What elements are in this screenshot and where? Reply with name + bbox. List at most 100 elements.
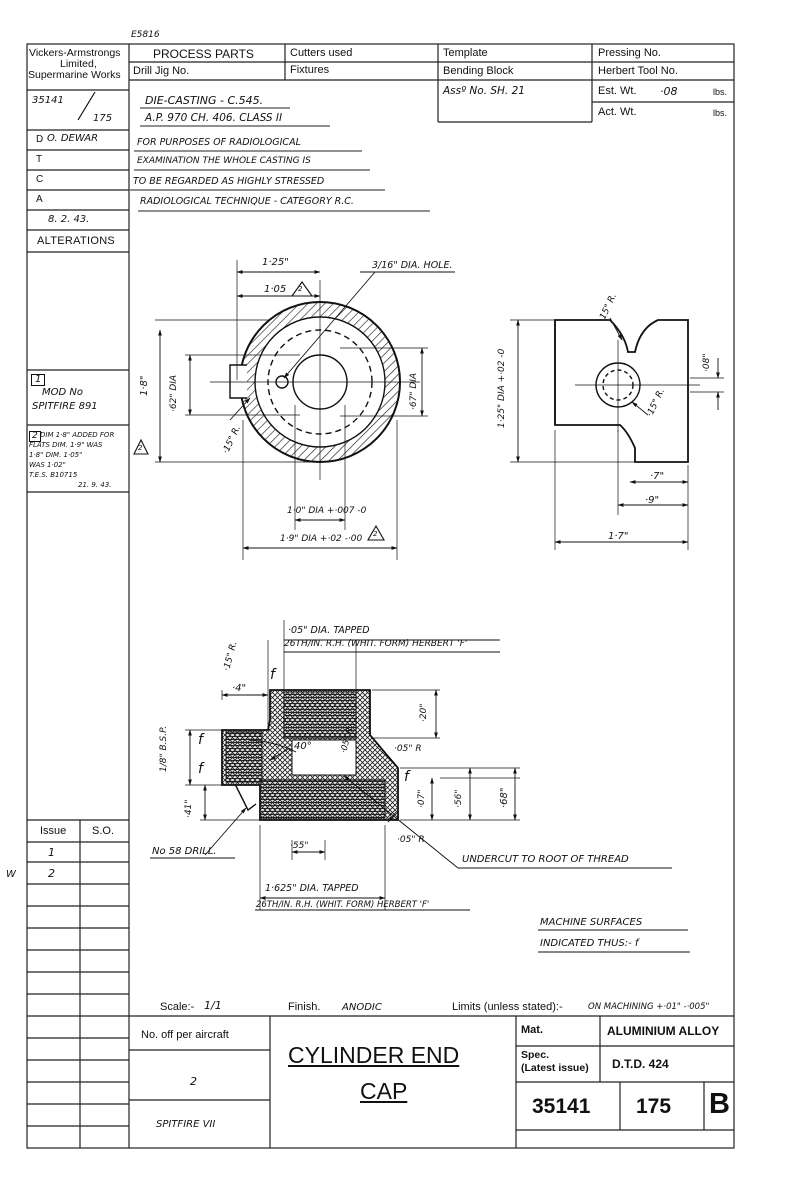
template-label: Template xyxy=(443,47,488,59)
process-parts-label: PROCESS PARTS xyxy=(153,47,254,61)
dim-41: ·41" xyxy=(184,799,194,818)
spec-label-1: Spec. xyxy=(521,1049,550,1061)
dim-1-9-dia: 1·9" DIA +·02 -·00 xyxy=(280,534,363,544)
dim-1-25: 1·25" xyxy=(262,257,289,268)
no-off-label: No. off per aircraft xyxy=(141,1029,229,1041)
finish-value: ANODIC xyxy=(342,1002,382,1013)
note-regarded: TO BE REGARDED AS HIGHLY STRESSED xyxy=(133,176,325,187)
limits-label: Limits (unless stated):- xyxy=(452,1001,563,1013)
company-line3: Supermarine Works xyxy=(28,69,121,81)
dim-20: ·20" xyxy=(419,703,429,722)
part-number: 35141 xyxy=(532,1095,591,1118)
so-heading: S.O. xyxy=(92,825,115,837)
spec-value: D.T.D. 424 xyxy=(612,1057,669,1071)
company-line2: Limited, xyxy=(60,58,97,70)
side-view xyxy=(510,317,724,550)
alteration-1-line1: MOD No xyxy=(42,387,83,398)
margin-mark: W xyxy=(6,869,16,880)
part-sub-number: 175 xyxy=(636,1095,672,1118)
act-wt-label: Act. Wt. xyxy=(598,106,637,118)
scale-label: Scale:- xyxy=(160,1001,195,1013)
surface-mark-3: f xyxy=(198,761,203,777)
alteration-2-line3: 1·8" DIM. 1·05" xyxy=(29,451,83,459)
aircraft-type: SPITFIRE VII xyxy=(156,1119,216,1130)
alterations-heading: ALTERATIONS xyxy=(37,235,116,247)
dim-05r-c: ·05" R xyxy=(397,835,425,845)
alteration-1-no: 1 xyxy=(31,374,46,386)
lbs-label-2: lbs. xyxy=(713,108,728,118)
surface-mark-4: f xyxy=(404,769,409,785)
doc-ref: E5816 xyxy=(131,30,160,40)
tap-note-1b: 26TH/IN. R.H. (WHIT. FORM) HERBERT 'F' xyxy=(284,639,468,649)
dim-4: ·4" xyxy=(232,683,247,694)
issue-2: 2 xyxy=(48,867,55,880)
machine-note-1: MACHINE SURFACES xyxy=(540,917,643,928)
revision-letter: B xyxy=(709,1088,730,1120)
dim-9: ·9" xyxy=(645,495,660,506)
alteration-2-line2: FLATS DIM. 1·9" WAS xyxy=(29,441,103,449)
dim-67-dia: ·67" DIA xyxy=(409,372,419,410)
dim-1-8: 1·8" xyxy=(139,375,150,396)
dim-bsp: 1/8" B.S.P. xyxy=(159,725,169,772)
dim-68: ·68" xyxy=(499,787,510,808)
undercut-note: UNDERCUT TO ROOT OF THREAD xyxy=(462,854,629,865)
tap-note-2a: 1·625" DIA. TAPPED xyxy=(265,883,359,894)
rev-triangle-3: 2 xyxy=(138,444,143,452)
top-view xyxy=(155,260,455,560)
est-wt-value: ·08 xyxy=(660,85,678,98)
draughtsman: O. DEWAR xyxy=(47,133,99,144)
alteration-1-line2: SPITFIRE 891 xyxy=(32,401,98,412)
mat-value: ALUMINIUM ALLOY xyxy=(607,1024,720,1038)
machine-note-2: INDICATED THUS:- f xyxy=(540,938,639,949)
dim-7: ·7" xyxy=(650,471,665,482)
drawing-date: 8. 2. 43. xyxy=(48,214,90,225)
note-examination: EXAMINATION THE WHOLE CASTING IS xyxy=(137,156,311,166)
sheet-border xyxy=(26,43,735,1149)
rev-triangle-2: 2 xyxy=(373,530,378,538)
cutters-used-label: Cutters used xyxy=(290,47,353,59)
assy-no: Assº No. SH. 21 xyxy=(443,85,525,97)
surface-mark-2: f xyxy=(198,732,203,748)
dim-1-0-dia: 1·0" DIA +·007 -0 xyxy=(287,506,367,516)
c-label: C xyxy=(36,174,44,185)
dim-62-dia: ·62" DIA xyxy=(169,374,179,412)
tap-note-1a: ·05" DIA. TAPPED xyxy=(288,625,370,636)
title-line1: CYLINDER END xyxy=(288,1042,460,1068)
dim-55: ·55" xyxy=(290,841,309,851)
drill-note: No 58 DRILL. xyxy=(152,846,217,857)
alteration-2-no: 2 xyxy=(29,431,41,442)
dim-56: ·56" xyxy=(454,789,464,808)
alteration-2-line4: WAS 1·02" xyxy=(29,461,66,469)
alteration-2-line5: T.E.S. B10715 xyxy=(29,471,78,479)
limits-value: ON MACHINING +·01" -·005" xyxy=(588,1002,710,1012)
drawing-sub: 175 xyxy=(93,113,113,124)
drawing-no: 35141 xyxy=(32,95,64,106)
scale-value: 1/1 xyxy=(204,999,222,1012)
note-ap970: A.P. 970 CH. 406. CLASS II xyxy=(145,112,283,124)
t-label: T xyxy=(36,154,43,165)
herbert-tool-label: Herbert Tool No. xyxy=(598,65,678,77)
d-label: D xyxy=(36,134,44,145)
company-line1: Vickers-Armstrongs xyxy=(29,47,121,59)
bending-block-label: Bending Block xyxy=(443,65,514,77)
dim-07: ·07" xyxy=(417,789,427,808)
a-label: A xyxy=(36,194,43,205)
spec-label-2: (Latest issue) xyxy=(521,1062,589,1074)
note-technique: RADIOLOGICAL TECHNIQUE - CATEGORY R.C. xyxy=(140,196,354,207)
lbs-label-1: lbs. xyxy=(713,87,728,97)
rev-triangle-1: 2 xyxy=(298,285,303,293)
section-view xyxy=(150,620,672,911)
surface-mark-1: f xyxy=(270,667,275,683)
dim-1-25-dia: 1·25" DIA +·02 -0 xyxy=(497,348,507,428)
dim-05r-b: ·05" R xyxy=(394,744,422,754)
issue-heading: Issue xyxy=(40,825,67,837)
title-line2: CAP xyxy=(360,1078,408,1104)
quantity: 2 xyxy=(190,1075,197,1088)
note-die-casting: DIE-CASTING - C.545. xyxy=(145,94,264,107)
alteration-2-line1: DIM 1·8" ADDED FOR xyxy=(40,431,115,439)
pressing-no-label: Pressing No. xyxy=(598,47,661,59)
dim-08: ·08" xyxy=(702,353,712,372)
tap-note-2b: 26TH/IN. R.H. (WHIT. FORM) HERBERT 'F' xyxy=(256,900,430,910)
drill-jig-label: Drill Jig No. xyxy=(133,65,190,77)
